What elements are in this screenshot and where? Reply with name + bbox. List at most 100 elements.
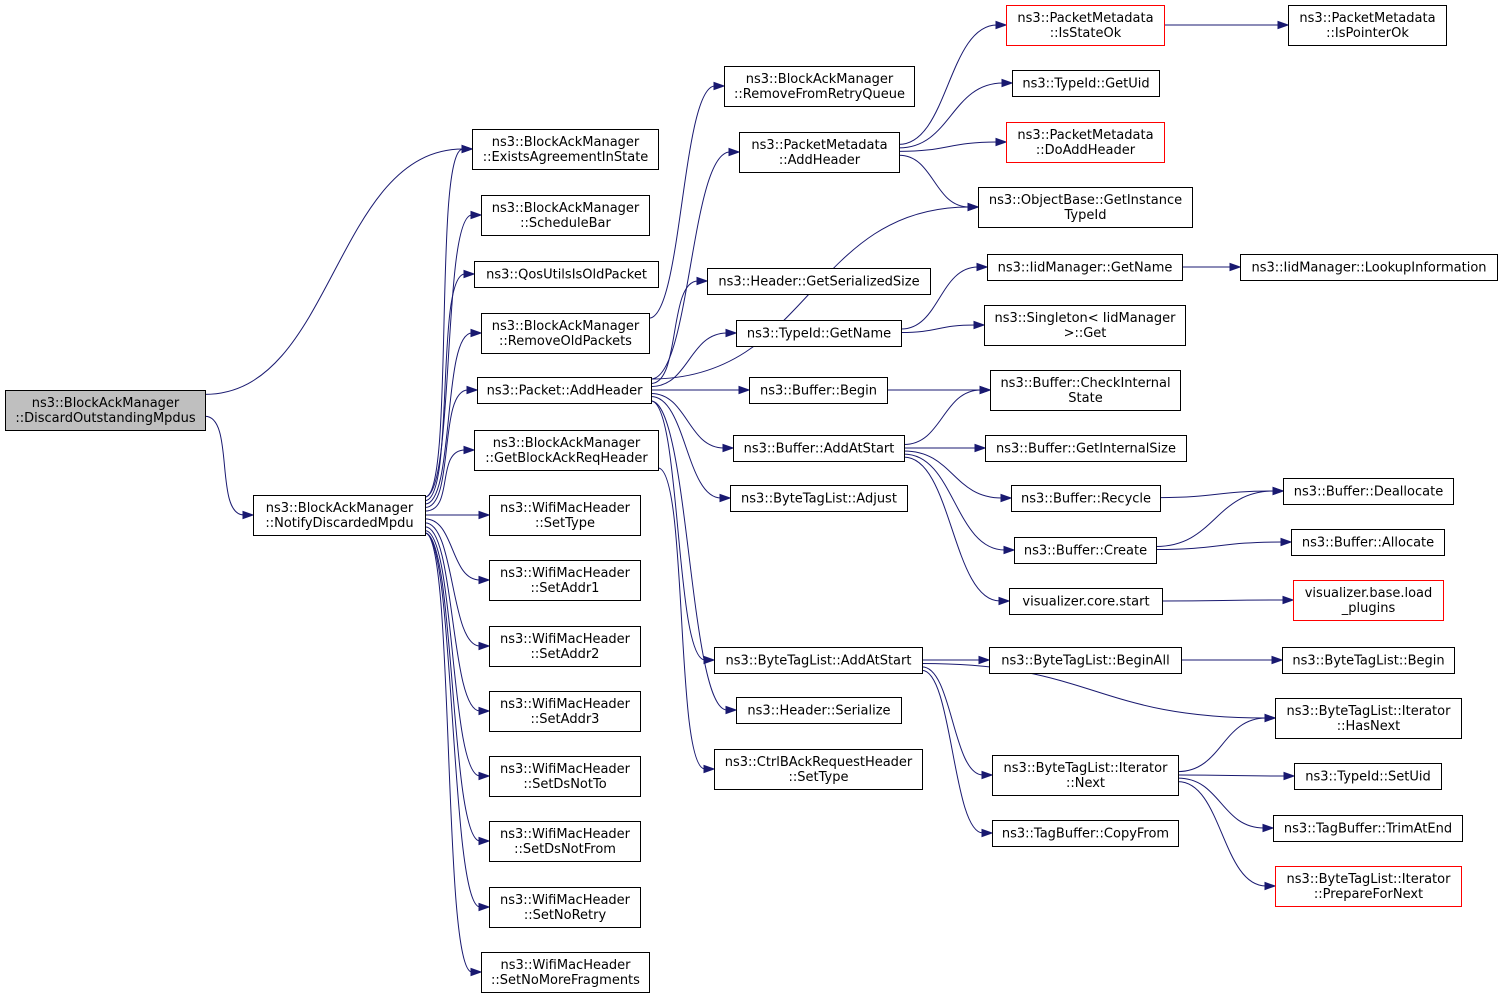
node-getuid[interactable]: ns3::TypeId::GetUid (1012, 70, 1160, 97)
node-singleton[interactable]: ns3::Singleton< IidManager>::Get (984, 305, 1186, 346)
node-box[interactable] (992, 755, 1179, 796)
node-box[interactable] (1006, 5, 1165, 46)
node-hasnext[interactable]: ns3::ByteTagList::Iterator::HasNext (1275, 698, 1462, 739)
node-box[interactable] (474, 261, 659, 288)
node-pktaddhdr[interactable]: ns3::Packet::AddHeader (477, 377, 652, 404)
node-loadplugins[interactable]: visualizer.base.load_plugins (1293, 580, 1444, 621)
node-box[interactable] (489, 495, 641, 536)
node-hdrserialize[interactable]: ns3::Header::Serialize (736, 697, 902, 724)
node-addr2[interactable]: ns3::WifiMacHeader::SetAddr2 (489, 626, 641, 667)
node-box[interactable] (1282, 647, 1455, 674)
node-schedbar[interactable]: ns3::BlockAckManager::ScheduleBar (481, 195, 650, 236)
node-box[interactable] (989, 647, 1182, 674)
node-isstateok[interactable]: ns3::PacketMetadata::IsStateOk (1006, 5, 1165, 46)
node-box[interactable] (1288, 5, 1447, 46)
node-addr3[interactable]: ns3::WifiMacHeader::SetAddr3 (489, 691, 641, 732)
node-box[interactable] (1240, 254, 1498, 281)
node-hdrsersize[interactable]: ns3::Header::GetSerializedSize (707, 268, 931, 295)
node-btladdstart[interactable]: ns3::ByteTagList::AddAtStart (714, 647, 923, 674)
node-box[interactable] (1009, 588, 1163, 615)
node-box[interactable] (978, 187, 1193, 228)
node-box[interactable] (736, 697, 902, 724)
node-addr1[interactable]: ns3::WifiMacHeader::SetAddr1 (489, 560, 641, 601)
node-box[interactable] (472, 129, 659, 170)
node-prepnext[interactable]: ns3::ByteTagList::Iterator::PrepareForNe… (1275, 866, 1462, 907)
node-btlbegin[interactable]: ns3::ByteTagList::Begin (1282, 647, 1455, 674)
node-ispointerok[interactable]: ns3::PacketMetadata::IsPointerOk (1288, 5, 1447, 46)
node-box[interactable] (749, 377, 888, 404)
node-doaddhdr[interactable]: ns3::PacketMetadata::DoAddHeader (1006, 122, 1165, 163)
node-removeold[interactable]: ns3::BlockAckManager::RemoveOldPackets (481, 313, 650, 354)
node-box[interactable] (1012, 70, 1160, 97)
node-box[interactable] (985, 435, 1187, 462)
node-box[interactable] (5, 390, 206, 431)
node-box[interactable] (1283, 478, 1454, 505)
node-copyfrom[interactable]: ns3::TagBuffer::CopyFrom (992, 820, 1179, 847)
node-box[interactable] (1275, 698, 1462, 739)
node-recycle[interactable]: ns3::Buffer::Recycle (1011, 485, 1161, 512)
node-noretry[interactable]: ns3::WifiMacHeader::SetNoRetry (489, 887, 641, 928)
node-box[interactable] (987, 254, 1183, 281)
node-box[interactable] (992, 820, 1179, 847)
node-box[interactable] (724, 66, 915, 107)
node-alloc[interactable]: ns3::Buffer::Allocate (1291, 529, 1445, 556)
node-beginall[interactable]: ns3::ByteTagList::BeginAll (989, 647, 1182, 674)
node-box[interactable] (481, 952, 650, 993)
node-getintsize[interactable]: ns3::Buffer::GetInternalSize (985, 435, 1187, 462)
node-box[interactable] (489, 560, 641, 601)
node-box[interactable] (1294, 763, 1442, 790)
node-bufaddstart[interactable]: ns3::Buffer::AddAtStart (733, 435, 905, 462)
node-box[interactable] (474, 430, 659, 471)
node-box[interactable] (714, 647, 923, 674)
node-tidgetname[interactable]: ns3::TypeId::GetName (736, 320, 902, 347)
node-create[interactable]: ns3::Buffer::Create (1014, 537, 1157, 564)
node-box[interactable] (714, 749, 923, 790)
node-box[interactable] (984, 305, 1186, 346)
node-settype[interactable]: ns3::WifiMacHeader::SetType (489, 495, 641, 536)
node-exists[interactable]: ns3::BlockAckManager::ExistsAgreementInS… (472, 129, 659, 170)
node-dsnotto[interactable]: ns3::WifiMacHeader::SetDsNotTo (489, 756, 641, 797)
node-box[interactable] (1014, 537, 1157, 564)
node-nomorefrag[interactable]: ns3::WifiMacHeader::SetNoMoreFragments (481, 952, 650, 993)
node-iidgetname[interactable]: ns3::IidManager::GetName (987, 254, 1183, 281)
node-box[interactable] (1293, 580, 1444, 621)
node-box[interactable] (253, 495, 426, 536)
node-qosold[interactable]: ns3::QosUtilsIsOldPacket (474, 261, 659, 288)
node-box[interactable] (489, 821, 641, 862)
node-box[interactable] (733, 435, 905, 462)
node-box[interactable] (739, 132, 900, 173)
node-box[interactable] (730, 485, 908, 512)
node-getbar[interactable]: ns3::BlockAckManager::GetBlockAckReqHead… (474, 430, 659, 471)
node-box[interactable] (1011, 485, 1161, 512)
node-box[interactable] (477, 377, 652, 404)
node-box[interactable] (489, 691, 641, 732)
node-pmaddhdr[interactable]: ns3::PacketMetadata::AddHeader (739, 132, 900, 173)
node-vizstart[interactable]: visualizer.core.start (1009, 588, 1163, 615)
node-trimatend[interactable]: ns3::TagBuffer::TrimAtEnd (1273, 815, 1463, 842)
node-box[interactable] (489, 756, 641, 797)
node-box[interactable] (1273, 815, 1463, 842)
node-box[interactable] (990, 370, 1181, 411)
node-bufbegin[interactable]: ns3::Buffer::Begin (749, 377, 888, 404)
node-box[interactable] (1275, 866, 1462, 907)
node-btladjust[interactable]: ns3::ByteTagList::Adjust (730, 485, 908, 512)
node-setuid[interactable]: ns3::TypeId::SetUid (1294, 763, 1442, 790)
node-removeretry[interactable]: ns3::BlockAckManager::RemoveFromRetryQue… (724, 66, 915, 107)
node-box[interactable] (1291, 529, 1445, 556)
node-itnext[interactable]: ns3::ByteTagList::Iterator::Next (992, 755, 1179, 796)
node-box[interactable] (489, 887, 641, 928)
node-dealloc[interactable]: ns3::Buffer::Deallocate (1283, 478, 1454, 505)
node-box[interactable] (481, 195, 650, 236)
node-notify[interactable]: ns3::BlockAckManager::NotifyDiscardedMpd… (253, 495, 426, 536)
node-box[interactable] (481, 313, 650, 354)
node-lookup[interactable]: ns3::IidManager::LookupInformation (1240, 254, 1498, 281)
node-dsnotfrom[interactable]: ns3::WifiMacHeader::SetDsNotFrom (489, 821, 641, 862)
node-root[interactable]: ns3::BlockAckManager::DiscardOutstanding… (5, 390, 206, 431)
node-box[interactable] (1006, 122, 1165, 163)
node-box[interactable] (736, 320, 902, 347)
node-box[interactable] (707, 268, 931, 295)
node-ctrlbar[interactable]: ns3::CtrlBAckRequestHeader::SetType (714, 749, 923, 790)
node-box[interactable] (489, 626, 641, 667)
